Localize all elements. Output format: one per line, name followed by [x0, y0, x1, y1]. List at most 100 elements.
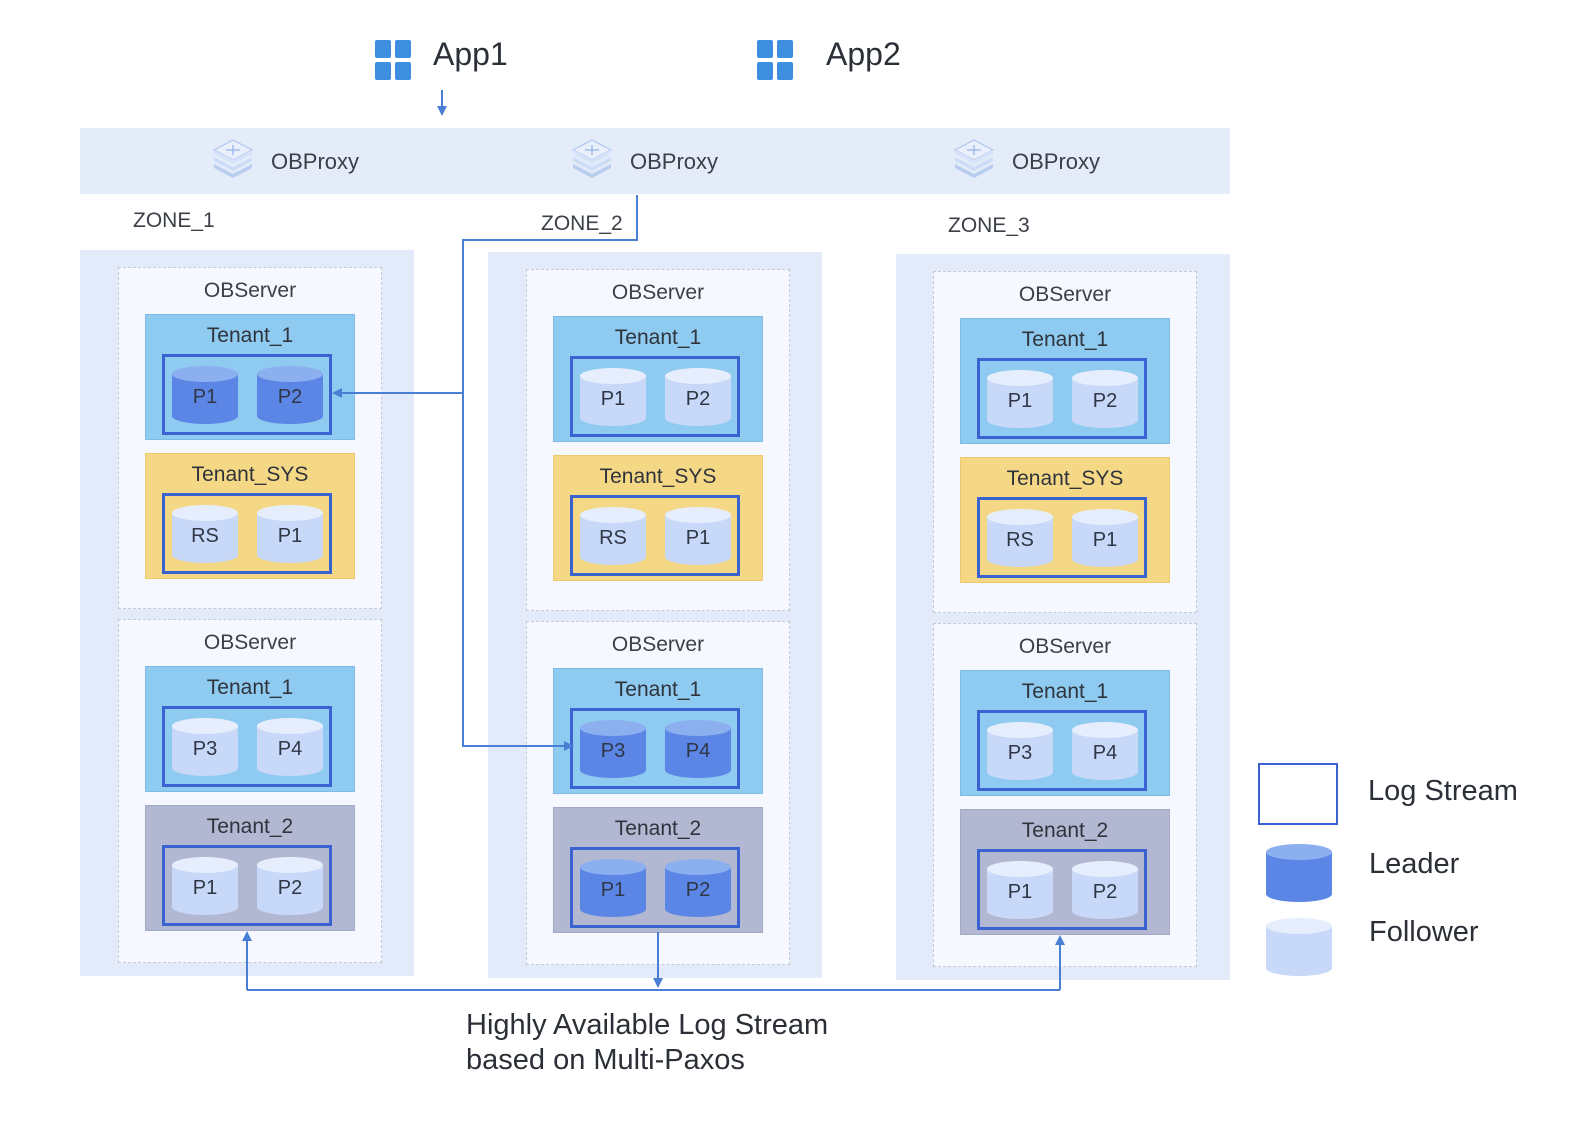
partition-label: P3	[600, 740, 626, 762]
partition-follower-cylinder: P1	[987, 861, 1053, 919]
obproxy-label: OBProxy	[630, 149, 719, 174]
partition-follower-cylinder: P1	[257, 505, 323, 563]
legend-leader-label: Leader	[1369, 848, 1460, 880]
partition-leader-cylinder: P1	[172, 366, 238, 424]
obproxy-stack-icon	[210, 136, 256, 182]
partition-label: P2	[277, 386, 303, 408]
partition-label: P2	[1092, 881, 1118, 903]
observer-label: OBServer	[203, 279, 297, 302]
app1-label: App1	[433, 36, 508, 72]
legend-log-stream-swatch	[1258, 763, 1338, 825]
tenant-label: Tenant_2	[614, 817, 702, 840]
obproxy-label: OBProxy	[271, 149, 360, 174]
tenant-label: Tenant_1	[1021, 680, 1109, 703]
caption-line-2: based on Multi-Paxos	[466, 1044, 745, 1076]
partition-leader-cylinder: P2	[665, 859, 731, 917]
legend-log-stream-label: Log Stream	[1368, 775, 1518, 807]
log-stream-box	[570, 495, 740, 576]
tenant-label: Tenant_2	[1021, 819, 1109, 842]
partition-follower-cylinder: P2	[1072, 861, 1138, 919]
partition-label: P3	[192, 738, 218, 760]
partition-leader-cylinder: P1	[580, 859, 646, 917]
partition-leader-cylinder: P3	[580, 720, 646, 778]
partition-follower-cylinder: P3	[987, 722, 1053, 780]
obproxy-stack-icon	[951, 136, 997, 182]
obproxy-label: OBProxy	[1012, 149, 1101, 174]
partition-follower-cylinder: P2	[1072, 370, 1138, 428]
log-stream-box	[977, 358, 1147, 439]
legend-follower-swatch	[1266, 918, 1332, 976]
app2-label: App2	[826, 36, 901, 72]
log-stream-box	[162, 845, 332, 926]
partition-label: RS	[599, 527, 627, 549]
partition-label: P1	[1092, 529, 1118, 551]
partition-follower-cylinder: P4	[257, 718, 323, 776]
partition-leader-cylinder: P2	[257, 366, 323, 424]
app2-windows-icon	[757, 40, 793, 80]
obproxy-stack-icon	[569, 136, 615, 182]
partition-follower-cylinder: P2	[665, 368, 731, 426]
observer-label: OBServer	[611, 281, 705, 304]
partition-follower-cylinder: RS	[987, 509, 1053, 567]
log-stream-box	[162, 706, 332, 787]
log-stream-box	[977, 497, 1147, 578]
partition-label: P4	[277, 738, 303, 760]
log-stream-box	[977, 849, 1147, 930]
obproxy-bar	[80, 128, 1230, 194]
partition-label: P1	[600, 388, 626, 410]
tenant-label: Tenant_2	[206, 815, 294, 838]
partition-label: P1	[1007, 390, 1033, 412]
zone-2-label: ZONE_2	[541, 212, 623, 235]
partition-follower-cylinder: RS	[172, 505, 238, 563]
partition-label: P1	[1007, 881, 1033, 903]
caption-line-1: Highly Available Log Stream	[466, 1009, 829, 1041]
partition-label: RS	[1006, 529, 1034, 551]
proxy-to-zone2-tenant1-arrow	[462, 393, 574, 751]
partition-label: P1	[192, 877, 218, 899]
observer-label: OBServer	[203, 631, 297, 654]
partition-follower-cylinder: P1	[987, 370, 1053, 428]
tenant-label: Tenant_SYS	[1006, 467, 1124, 490]
partition-follower-cylinder: P1	[1072, 509, 1138, 567]
partition-label: P4	[1092, 742, 1118, 764]
tenant-label: Tenant_SYS	[191, 463, 309, 486]
partition-label: P1	[277, 525, 303, 547]
partition-follower-cylinder: P3	[172, 718, 238, 776]
partition-follower-cylinder: RS	[580, 507, 646, 565]
observer-label: OBServer	[1018, 283, 1112, 306]
log-stream-box	[570, 356, 740, 437]
partition-follower-cylinder: P4	[1072, 722, 1138, 780]
tenant-label: Tenant_SYS	[599, 465, 717, 488]
tenant-label: Tenant_1	[614, 326, 702, 349]
partition-leader-cylinder: P4	[665, 720, 731, 778]
partition-label: P3	[1007, 742, 1033, 764]
log-stream-box	[977, 710, 1147, 791]
partition-label: P2	[277, 877, 303, 899]
zone-3-label: ZONE_3	[948, 214, 1030, 237]
partition-label: P1	[600, 879, 626, 901]
tenant-label: Tenant_1	[206, 676, 294, 699]
legend-follower-label: Follower	[1369, 916, 1479, 948]
tenant-label: Tenant_1	[614, 678, 702, 701]
partition-follower-cylinder: P1	[172, 857, 238, 915]
partition-follower-cylinder: P1	[580, 368, 646, 426]
observer-label: OBServer	[611, 633, 705, 656]
partition-label: P1	[685, 527, 711, 549]
tenant-label: Tenant_1	[206, 324, 294, 347]
observer-label: OBServer	[1018, 635, 1112, 658]
partition-label: P1	[192, 386, 218, 408]
partition-label: P2	[1092, 390, 1118, 412]
log-stream-box	[162, 354, 332, 435]
app1-windows-icon	[375, 40, 411, 80]
partition-label: P4	[685, 740, 711, 762]
tenant-label: Tenant_1	[1021, 328, 1109, 351]
partition-follower-cylinder: P1	[665, 507, 731, 565]
log-stream-box	[162, 493, 332, 574]
zone-1-label: ZONE_1	[133, 209, 215, 232]
legend-leader-swatch	[1266, 844, 1332, 902]
partition-label: P2	[685, 879, 711, 901]
partition-follower-cylinder: P2	[257, 857, 323, 915]
partition-label: P2	[685, 388, 711, 410]
partition-label: RS	[191, 525, 219, 547]
